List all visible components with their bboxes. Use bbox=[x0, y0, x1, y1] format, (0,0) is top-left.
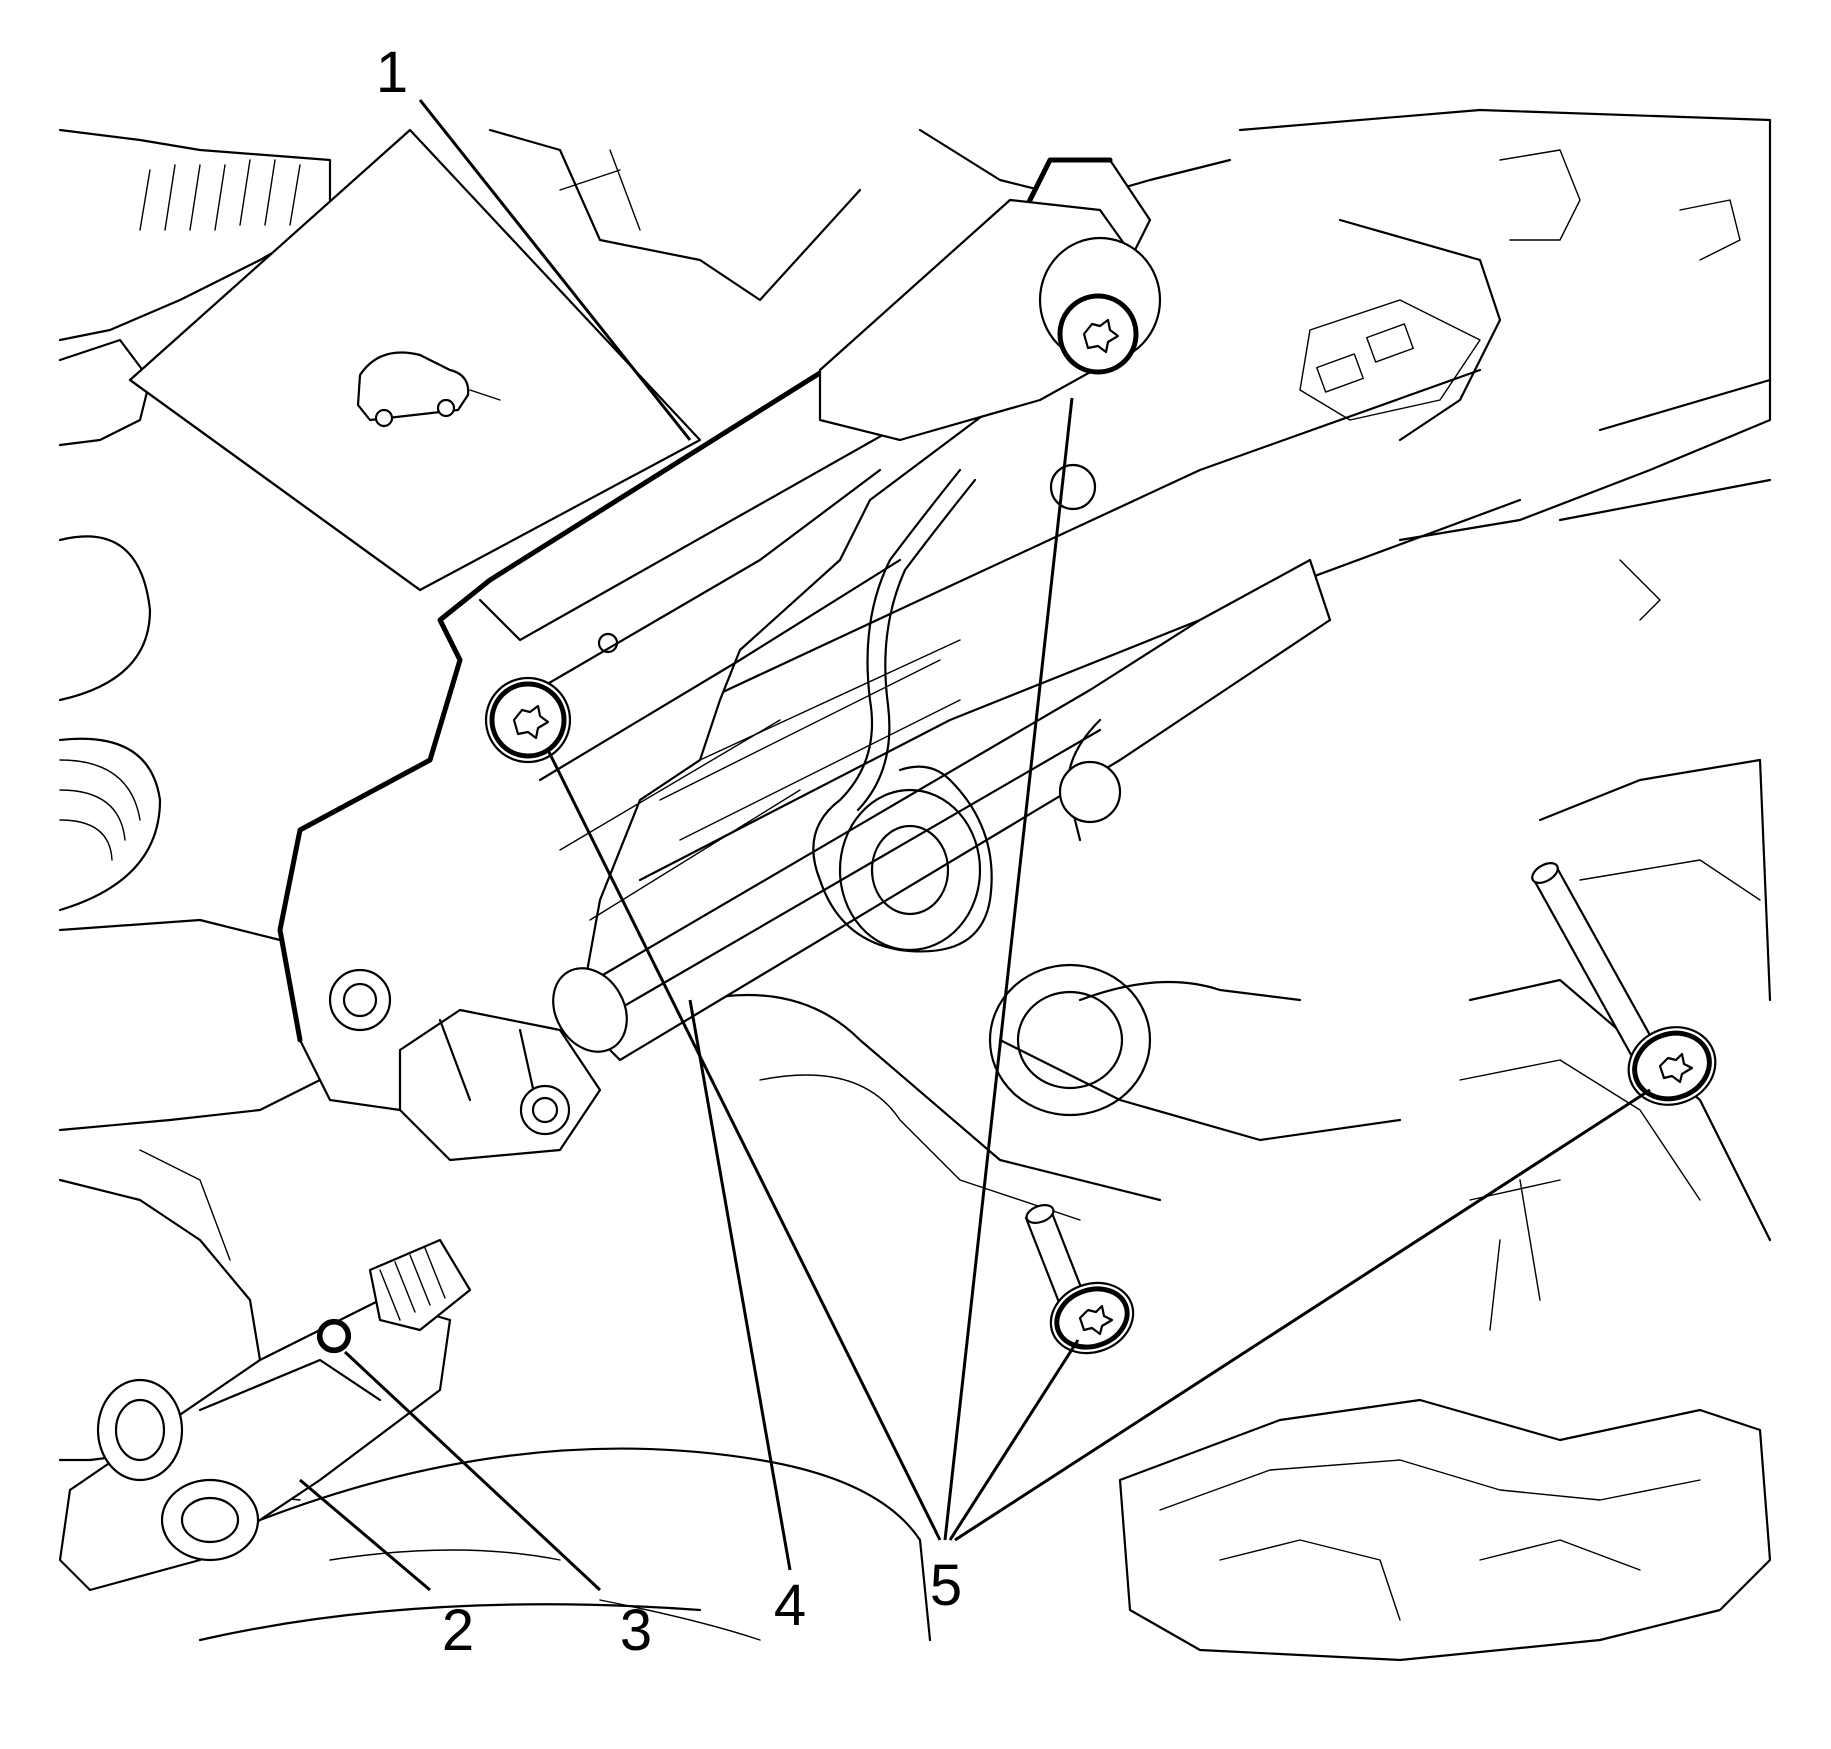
leader-5c bbox=[948, 1339, 1080, 1541]
upper-pivot-bushing bbox=[818, 198, 1162, 442]
callout-4: 4 bbox=[774, 1573, 806, 1638]
leader-lines bbox=[299, 99, 1651, 1592]
car-symbol-icon bbox=[356, 351, 501, 428]
hood-release-switch-panel bbox=[128, 128, 702, 592]
intermediate-shaft-joint bbox=[58, 1238, 472, 1592]
leader-3 bbox=[343, 1350, 602, 1592]
leader-5a bbox=[546, 749, 942, 1541]
callout-5: 5 bbox=[930, 1553, 962, 1618]
wiring-harness bbox=[812, 468, 1302, 1117]
column-bolt-upper-left bbox=[484, 676, 572, 764]
callout-labels: 1 2 3 4 5 bbox=[376, 40, 962, 1663]
leader-1 bbox=[418, 99, 692, 441]
callout-3: 3 bbox=[620, 1598, 652, 1663]
callout-2: 2 bbox=[442, 1598, 474, 1663]
leader-2 bbox=[299, 1478, 431, 1592]
callout-1: 1 bbox=[376, 40, 408, 105]
leader-5b bbox=[943, 397, 1074, 1541]
leader-5d bbox=[954, 1088, 1651, 1542]
column-bolt-right bbox=[1531, 862, 1717, 1106]
leader-4 bbox=[688, 999, 792, 1571]
column-bolt-lower-center bbox=[1024, 1203, 1135, 1355]
